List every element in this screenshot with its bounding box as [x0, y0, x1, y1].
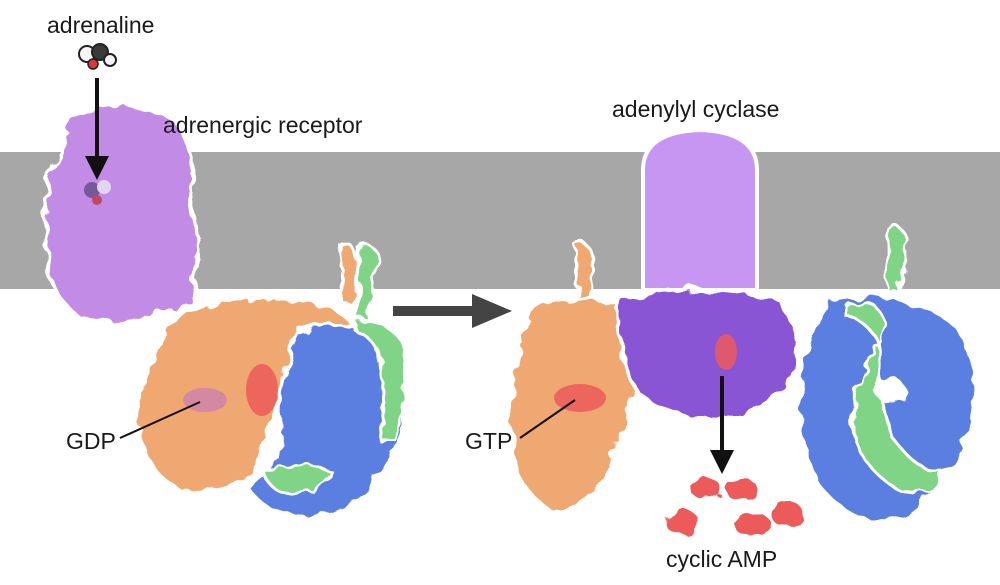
adrenergic-receptor-label: adrenergic receptor: [163, 112, 363, 138]
g-gamma-subunit-right: [843, 301, 947, 495]
cyclase-active-site: [715, 334, 737, 370]
adenylyl-cyclase-label: adenylyl cyclase: [612, 96, 780, 122]
gdp-molecule: [183, 388, 227, 412]
g-gamma-tail-right: [884, 225, 908, 294]
adrenaline-label: adrenaline: [47, 12, 155, 38]
adenylyl-cyclase: [616, 127, 800, 423]
cyclic-amp-label: cyclic AMP: [666, 546, 778, 572]
gtp-label: GTP: [465, 428, 513, 454]
g-alpha-tail-left: [338, 241, 358, 307]
nucleotide-site-left: [246, 364, 278, 416]
g-gamma-subunit-left: [353, 318, 408, 442]
cyclase-membrane-domain: [641, 127, 759, 292]
gdp-label: GDP: [66, 428, 116, 454]
gtp-molecule: [554, 384, 606, 412]
g-alpha-tail-right: [573, 241, 595, 307]
gtp-pointer: [519, 399, 576, 439]
gdp-pointer: [119, 401, 201, 439]
cyclase-catalytic-domain: [616, 287, 800, 423]
g-gamma-bottom-left: [260, 463, 332, 497]
cyclic-amp-molecules: [663, 475, 805, 537]
bound-adrenaline-molecule: [84, 180, 111, 205]
g-beta-gamma-complex: [797, 225, 977, 524]
transition-arrow: [393, 294, 512, 328]
beta-propeller-hole: [876, 376, 904, 404]
adrenergic-receptor: [43, 103, 200, 325]
adrenaline-molecule: [78, 43, 117, 70]
g-gamma-tail-left: [354, 243, 380, 322]
g-beta-subunit-right: [797, 293, 977, 524]
